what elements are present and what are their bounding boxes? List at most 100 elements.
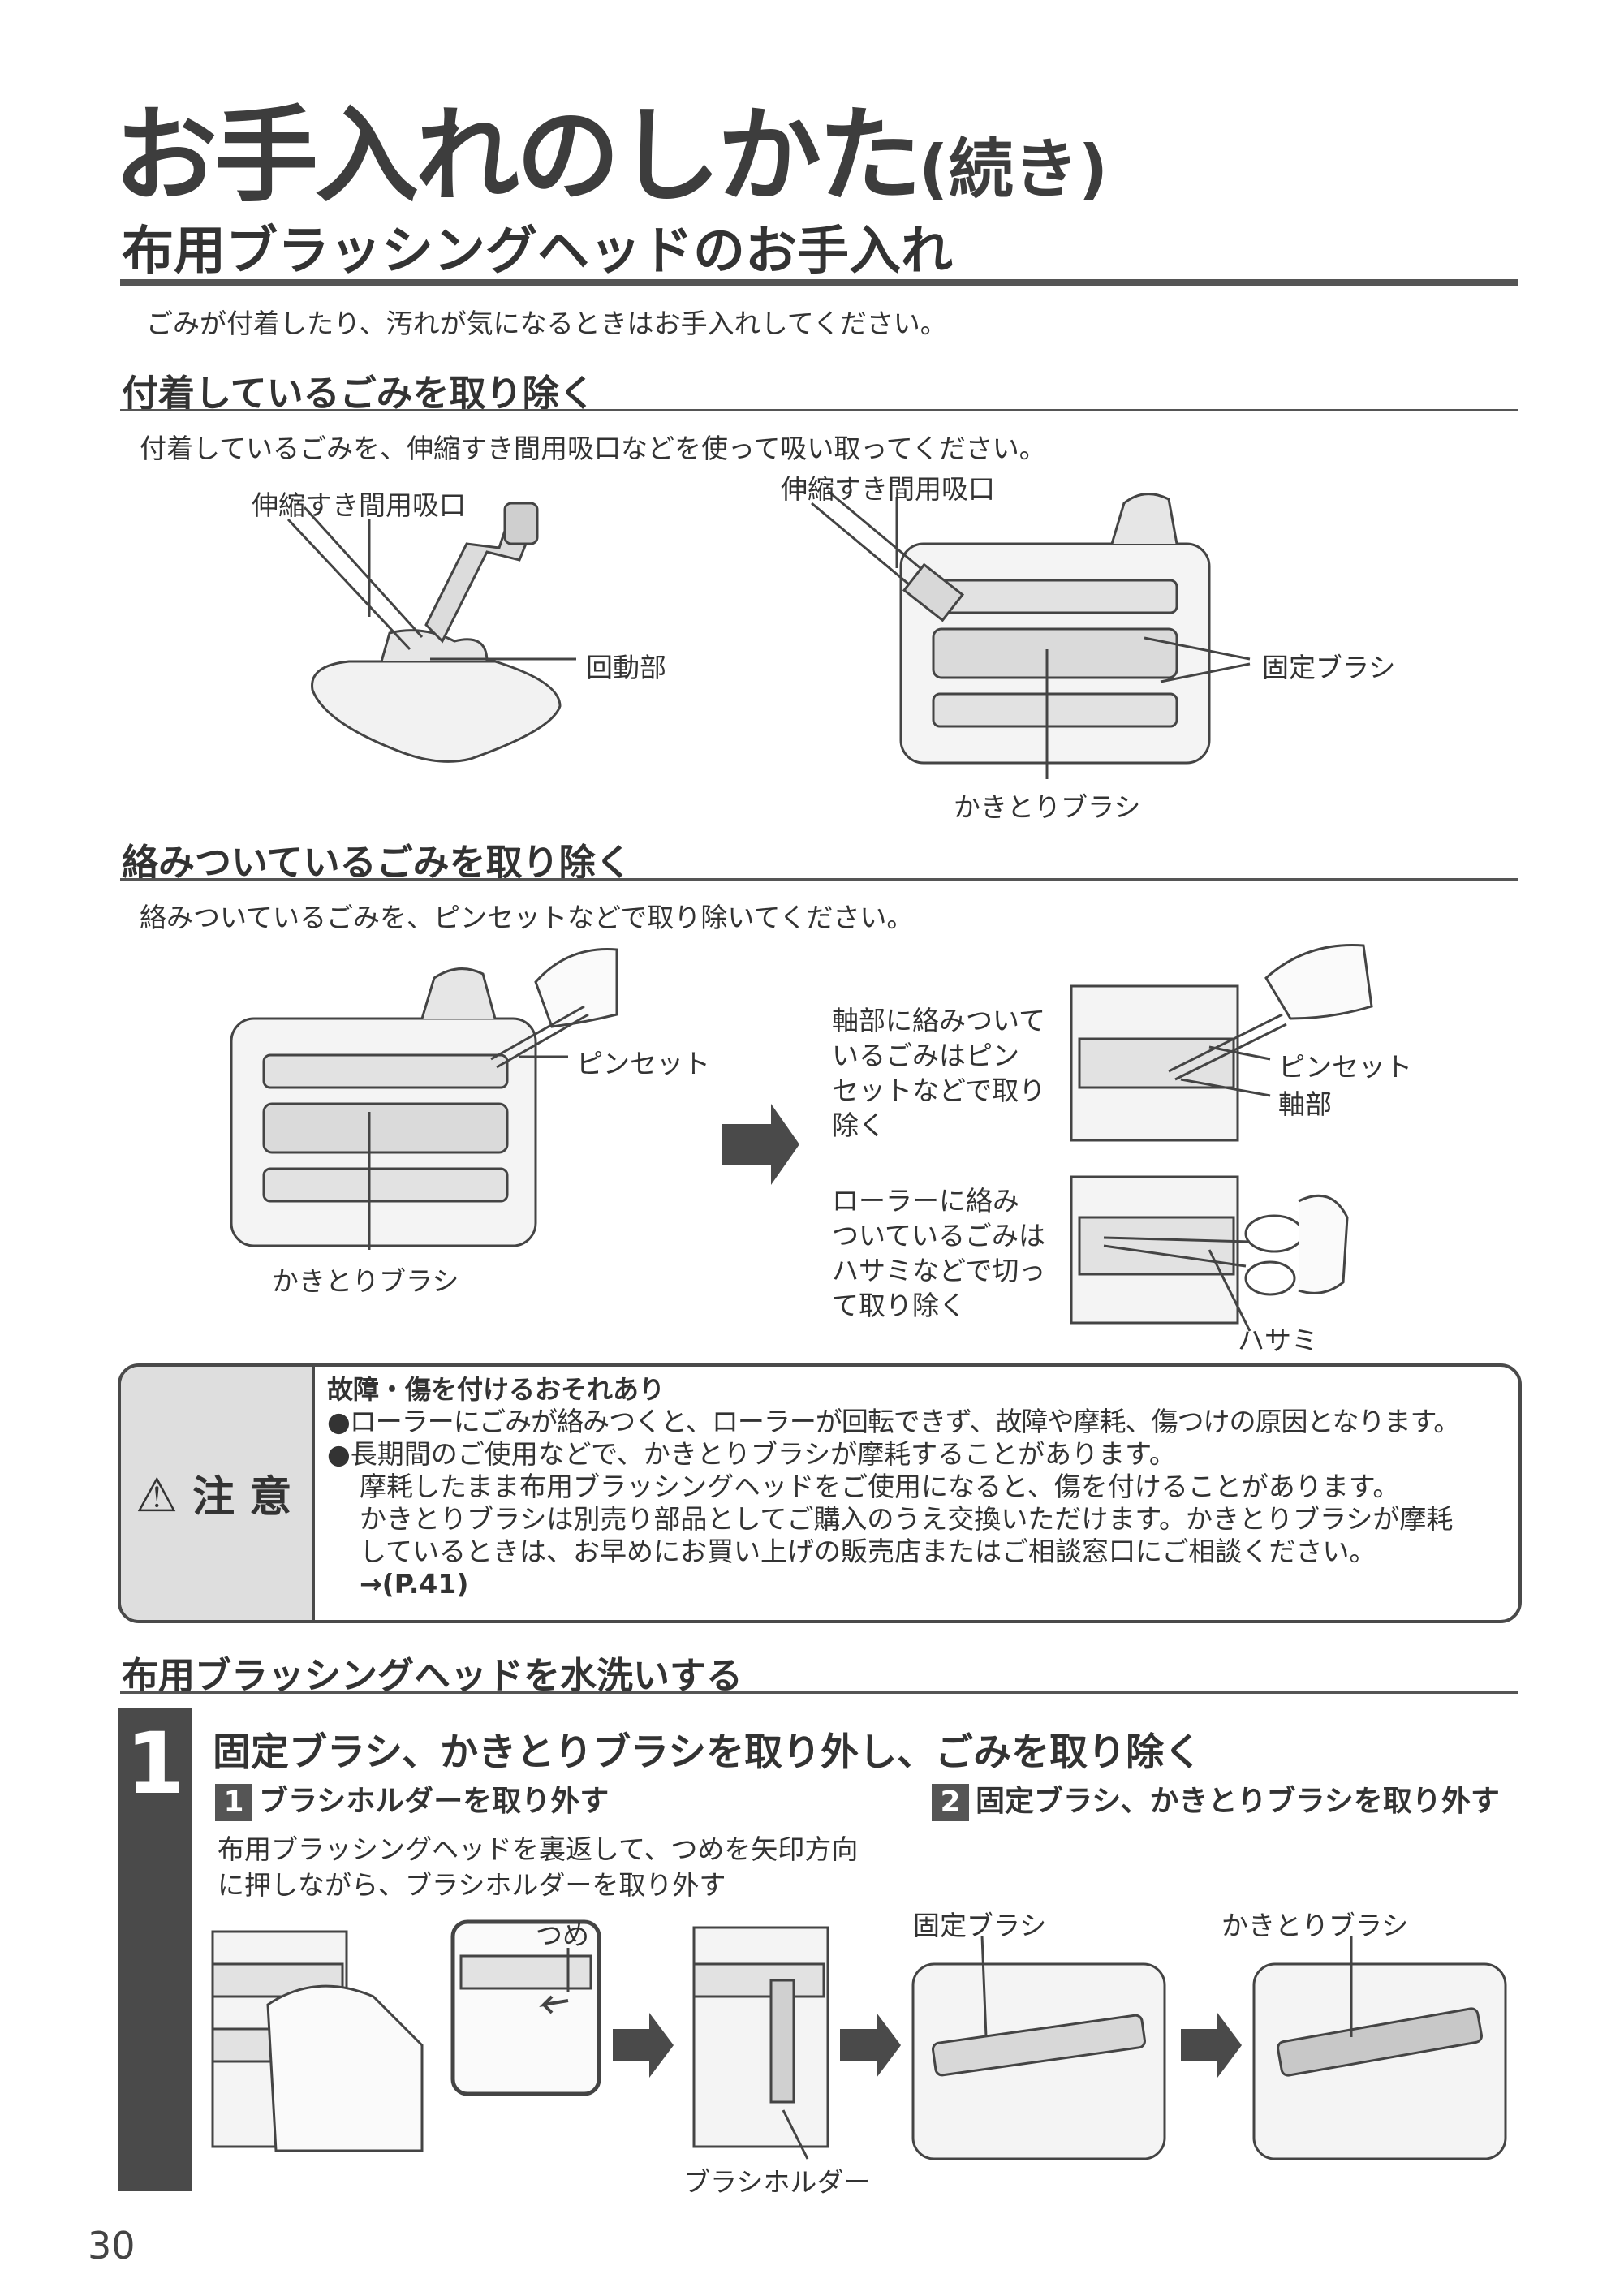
fixed-brush-right-illustration <box>932 627 1178 679</box>
leader-shaft <box>1180 1078 1271 1097</box>
bottom-roller-tweezers-illustration <box>262 1167 509 1203</box>
roller-note-line-2: ついているごみは <box>832 1220 1046 1251</box>
leader-tweezers-right <box>1208 1045 1271 1061</box>
caution-box: ⚠ 注 意 故障・傷を付けるおそれあり ●ローラーにごみが絡みつくと、ローラーが… <box>118 1363 1522 1623</box>
caution-label-panel: ⚠ 注 意 <box>121 1367 315 1620</box>
nozzle-tip-right-illustration <box>902 562 965 622</box>
page-title-suffix: (続き) <box>919 131 1109 207</box>
substep-1-title: ブラシホルダーを取り外す <box>259 1785 610 1818</box>
hand-scissors-illustration <box>1298 1194 1349 1294</box>
page-number: 30 <box>88 2224 136 2268</box>
substep-1-text-line-1: 布用ブラッシングヘッドを裏返して、つめを矢印方向 <box>218 1833 859 1865</box>
shaft-note-line-1: 軸部に絡みついて <box>832 1005 1046 1036</box>
top-roller-tweezers-illustration <box>262 1053 509 1089</box>
substep-1-text-line-2: に押しながら、ブラシホルダーを取り外す <box>218 1869 726 1901</box>
roller-note-line-1: ローラーに絡み <box>832 1185 1019 1217</box>
label-rotating-part: 回動部 <box>586 652 666 683</box>
scissors-blade-illustration <box>1103 1236 1251 1268</box>
substep-2-number: 2 <box>932 1784 969 1821</box>
roller-detail-roller <box>1078 1216 1235 1276</box>
label-extension-nozzle-right: 伸縮すき間用吸口 <box>781 473 995 505</box>
substep-2-title: 固定ブラシ、かきとりブラシを取り外す <box>976 1785 1500 1818</box>
holder-remove-roller <box>692 1962 825 1998</box>
intro-text: ごみが付着したり、汚れが気になるときはお手入れしてください。 <box>146 308 947 339</box>
rotating-part-illustration <box>380 629 489 662</box>
fixed-brush-remove-bar <box>932 2014 1146 2077</box>
section2-rule <box>120 878 1518 881</box>
page-title-text: お手入れのしかた <box>114 96 922 217</box>
arrow-right-icon <box>722 1104 799 1185</box>
label-scraper-brush-step: かきとりブラシ <box>1221 1910 1409 1941</box>
caution-body: 故障・傷を付けるおそれあり ●ローラーにごみが絡みつくと、ローラーが回転できず、… <box>327 1373 1514 1600</box>
leader-scissors <box>1208 1249 1251 1332</box>
middle-brush-tweezers-illustration <box>262 1102 509 1154</box>
brush-head-side-illustration <box>311 660 562 763</box>
page-title: お手入れのしかた(続き) <box>114 71 1108 222</box>
roller-note-line-3: ハサミなどで切っ <box>832 1255 1046 1286</box>
step-bar <box>118 1708 192 2191</box>
leader-fixed-brush-b <box>1160 662 1251 683</box>
wand-left-illustration <box>286 506 424 651</box>
caution-label: ⚠ 注 意 <box>136 1462 291 1523</box>
scraper-remove-bar <box>1277 2007 1483 2077</box>
shaft-note-line-2: いるごみはピン <box>832 1040 1019 1071</box>
neck-tweezers-illustration <box>420 967 497 1019</box>
label-tweezers-right: ピンセット <box>1278 1051 1412 1083</box>
label-claw: つめ <box>536 1919 589 1951</box>
caution-line-3: 摩耗したまま布用ブラッシングヘッドをご使用になると、傷を付けることがあります。 <box>360 1471 1400 1502</box>
shaft-note-line-4: 除く <box>832 1109 885 1141</box>
holder-remove-illustration <box>692 1926 829 2148</box>
caution-bullet-2: ●長期間のご使用などで、かきとりブラシが摩耗することがあります。 <box>327 1438 1176 1470</box>
caution-page-ref[interactable]: →(P.41) <box>360 1568 469 1600</box>
claw-zoom-roller <box>459 1954 592 1990</box>
caution-bullet-1: ●ローラーにごみが絡みつくと、ローラーが回転できず、故障や摩耗、傷つけの原因とな… <box>327 1406 1460 1437</box>
scissors-ring-a <box>1244 1214 1304 1253</box>
label-scissors: ハサミ <box>1238 1325 1318 1356</box>
caution-heading: 故障・傷を付けるおそれあり <box>327 1374 666 1405</box>
section1-heading: 付着しているごみを取り除く <box>122 372 596 415</box>
caution-label-text: 注 意 <box>192 1473 292 1522</box>
section1-rule <box>120 409 1518 411</box>
arrow-right-icon-step-1 <box>613 2013 674 2078</box>
step-number: 1 <box>125 1714 185 1813</box>
label-fixed-brush-step: 固定ブラシ <box>913 1910 1047 1941</box>
nozzle-tip-left-illustration <box>503 502 539 545</box>
label-brush-holder: ブラシホルダー <box>683 2166 871 2198</box>
caution-line-4: かきとりブラシは別売り部品としてご購入のうえ交換いただけます。かきとりブラシが摩… <box>360 1503 1454 1535</box>
step-heading: 固定ブラシ、かきとりブラシを取り外し、ごみを取り除く <box>213 1730 1203 1775</box>
section3-heading: 布用ブラッシングヘッドを水洗いする <box>122 1654 743 1697</box>
section-heading: 布用ブラッシングヘッドのお手入れ <box>122 222 953 282</box>
scissors-ring-b <box>1244 1260 1296 1296</box>
section2-text: 絡みついているごみを、ピンセットなどで取り除いてください。 <box>140 902 914 933</box>
neck-right-illustration <box>1110 493 1178 545</box>
shaft-note-line-3: セットなどで取り <box>832 1075 1046 1106</box>
hand-tweezers-right-illustration <box>1264 944 1373 1020</box>
section-heading-rule <box>120 279 1518 286</box>
shaft-note: 軸部に絡みついて いるごみはピン セットなどで取り 除く <box>832 1003 1067 1143</box>
roller-note-line-4: て取り除く <box>832 1290 966 1321</box>
claw-arrow-icon <box>539 1995 569 2014</box>
bottom-roller-right-illustration <box>932 692 1178 728</box>
section3-rule <box>120 1691 1518 1694</box>
label-shaft: 軸部 <box>1278 1088 1332 1120</box>
hand-push-illustration <box>266 1984 424 2152</box>
warning-triangle-icon: ⚠ <box>136 1467 178 1523</box>
caution-line-5: しているときは、お早めにお買い上げの販売店またはご相談窓口にご相談ください。 <box>360 1536 1376 1567</box>
hand-tweezers-left-illustration <box>534 948 618 1028</box>
label-scraper-brush: かきとりブラシ <box>954 791 1141 823</box>
leader-fixed-brush-step <box>980 1935 988 2038</box>
substep-1-number: 1 <box>215 1784 252 1821</box>
roller-note: ローラーに絡み ついているごみは ハサミなどで切っ て取り除く <box>832 1183 1067 1323</box>
leader-brush-holder <box>782 2109 809 2160</box>
brush-holder-illustration <box>769 1979 795 2104</box>
label-scraper-brush-2: かきとりブラシ <box>272 1265 459 1297</box>
arrow-right-icon-step-3 <box>1181 2013 1242 2078</box>
arrow-right-icon-step-2 <box>840 2013 901 2078</box>
section2-heading: 絡みついているごみを取り除く <box>122 841 632 884</box>
top-roller-right-illustration <box>932 579 1178 614</box>
section1-text: 付着しているごみを、伸縮すき間用吸口などを使って吸い取ってください。 <box>140 433 1046 464</box>
label-extension-nozzle-left: 伸縮すき間用吸口 <box>252 489 466 521</box>
